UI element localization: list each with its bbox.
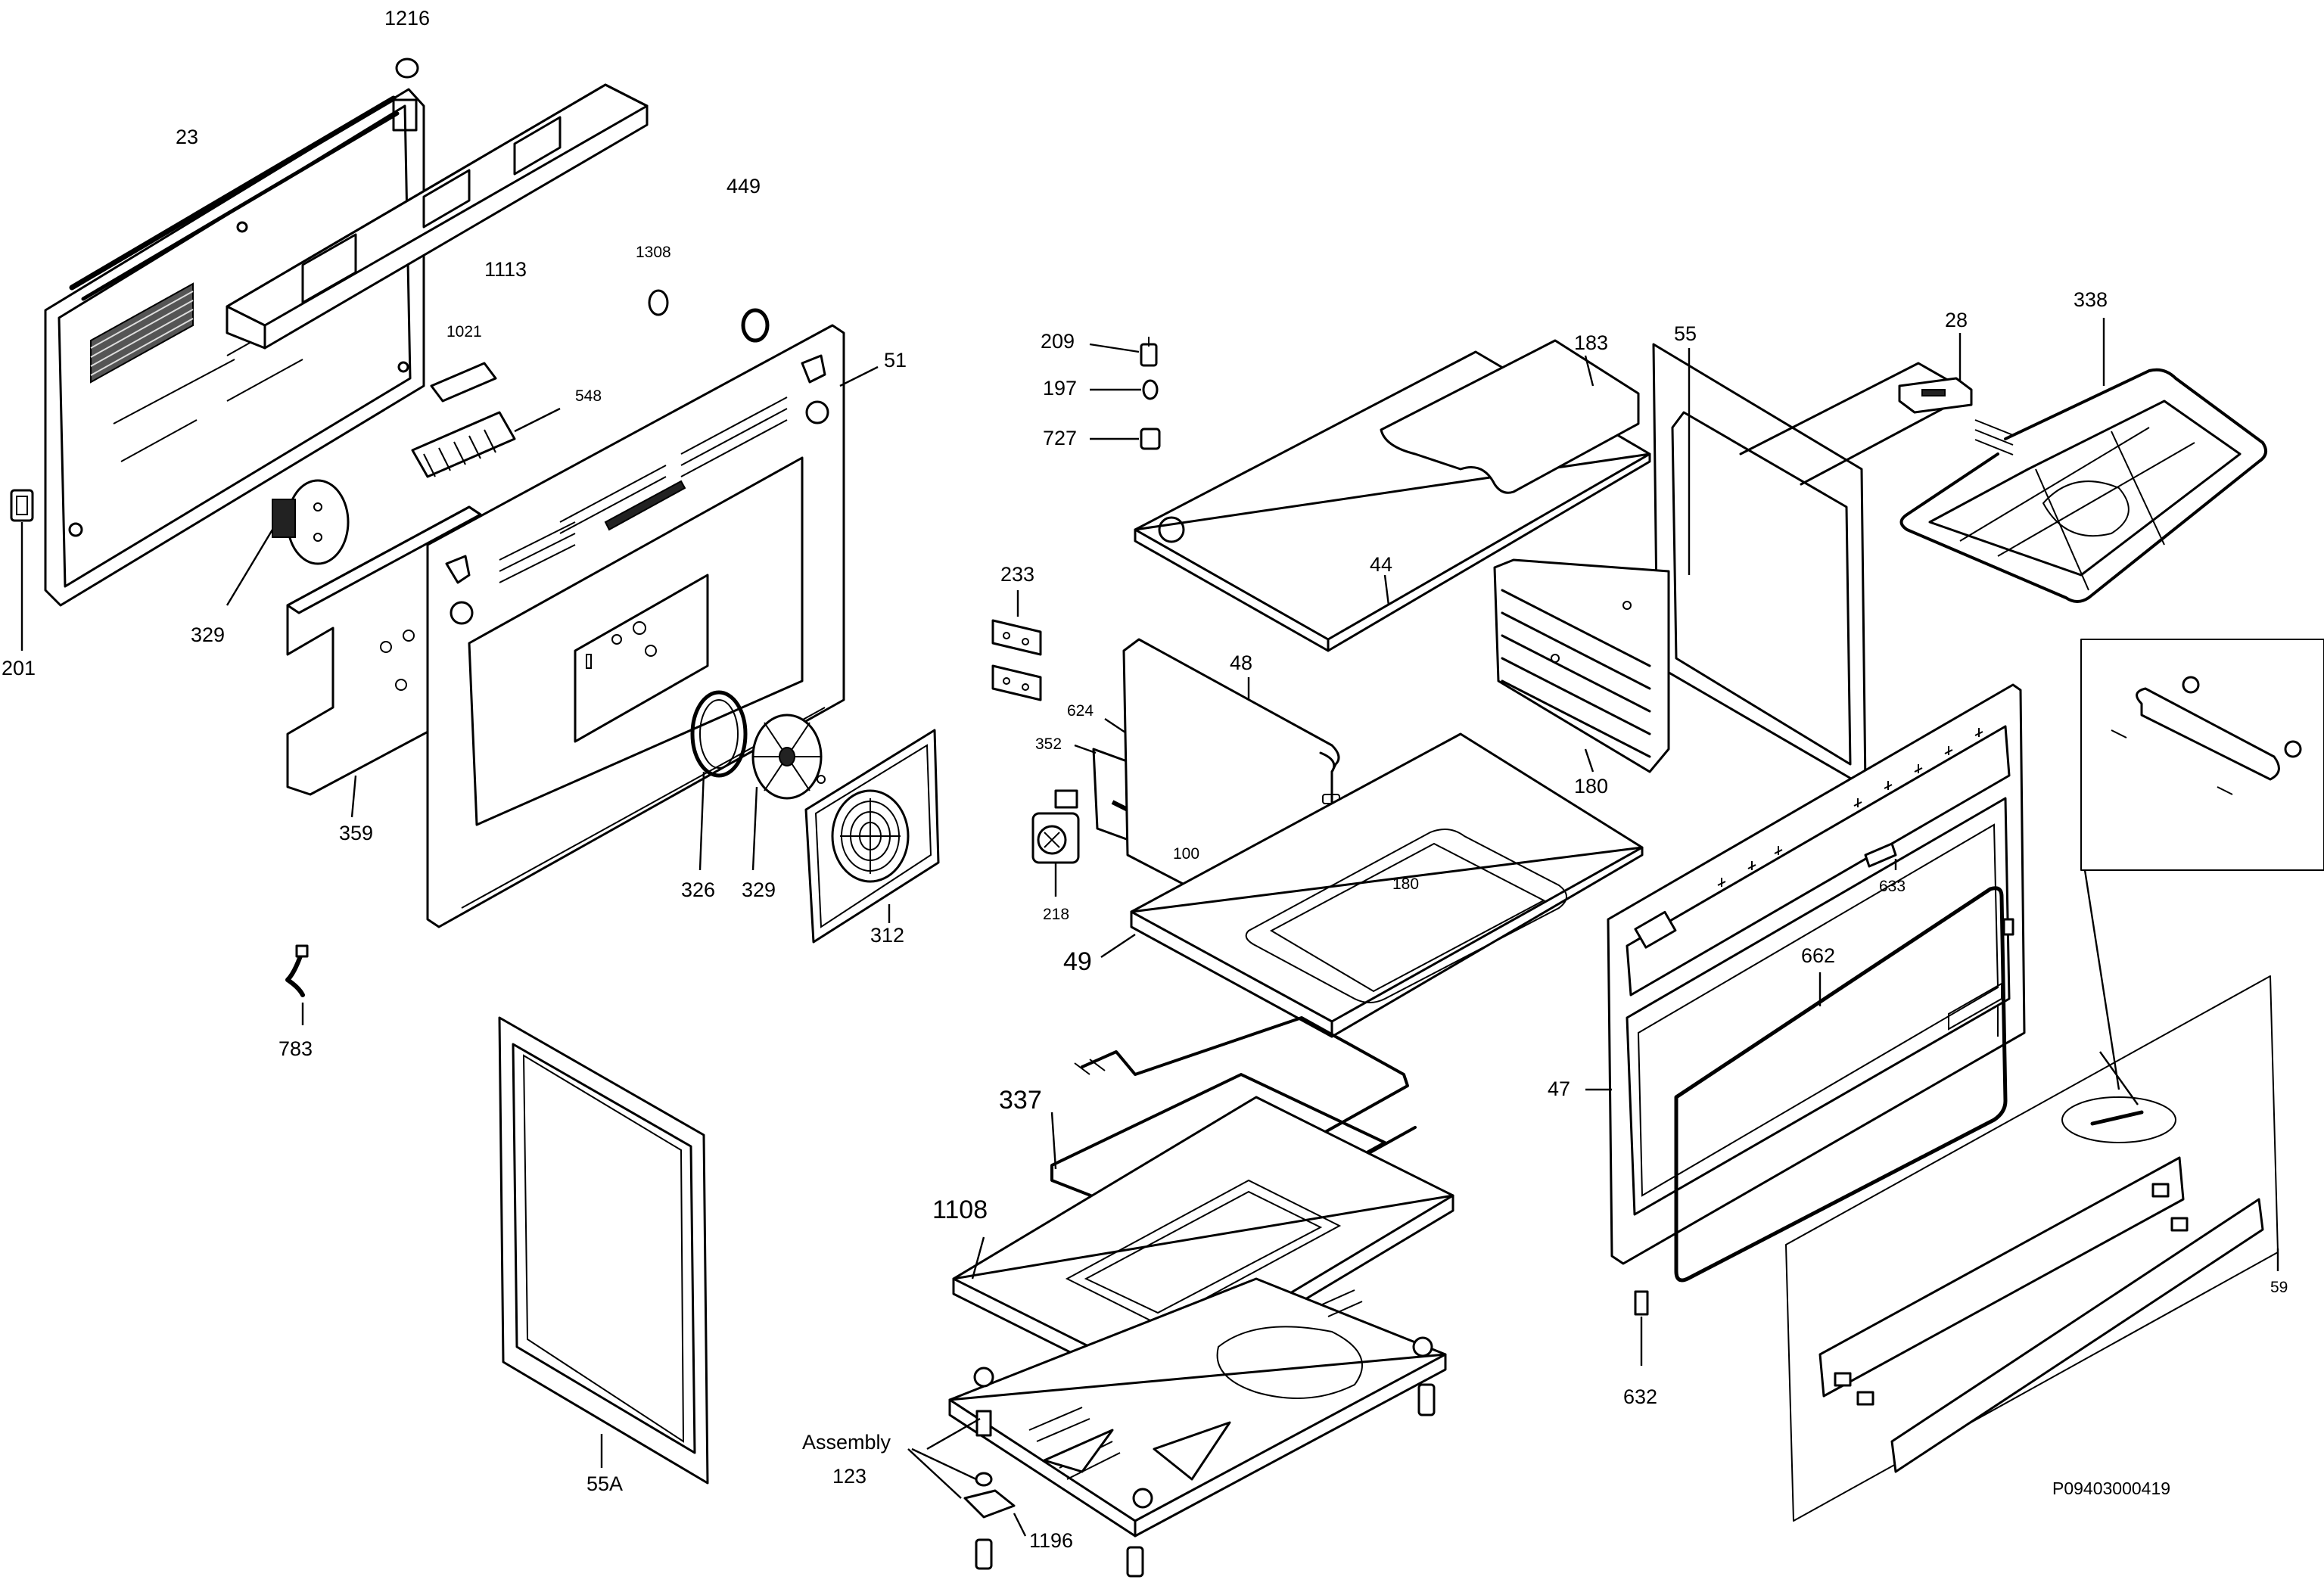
- label-449: 449: [726, 175, 761, 197]
- label-233: 233: [1000, 563, 1034, 586]
- label-329-fan: 329: [742, 878, 776, 901]
- part-632-clip: [1634, 1290, 1649, 1366]
- label-359: 359: [339, 822, 373, 844]
- part-633-clip: [1864, 842, 1897, 870]
- part-338-grill-element: [1739, 318, 2267, 603]
- label-1021: 1021: [446, 323, 482, 340]
- label-1108: 1108: [932, 1196, 988, 1224]
- part-55-side-frame: [1652, 343, 1867, 788]
- part-1216-cap: [395, 58, 419, 79]
- label-48: 48: [1230, 651, 1252, 674]
- part-47-front-frame: [1585, 683, 2026, 1265]
- part-180-shelf-rack: [1493, 558, 1670, 773]
- part-1196-foot: [907, 1383, 1436, 1578]
- label-632: 632: [1623, 1385, 1657, 1408]
- part-329-motor: [226, 479, 350, 606]
- label-337: 337: [999, 1086, 1042, 1115]
- part-23-rear-panel: [44, 88, 425, 607]
- label-312: 312: [870, 924, 904, 947]
- part-209-knob-top: [1089, 337, 1158, 367]
- part-662-door-gasket: [1674, 886, 2008, 1283]
- part-201-connector: [10, 489, 34, 651]
- label-47: 47: [1548, 1077, 1570, 1100]
- label-727: 727: [1043, 427, 1077, 449]
- part-326-ring: [690, 690, 748, 871]
- handle-bracket-inset: [2080, 639, 2324, 1090]
- label-624: 624: [1067, 702, 1094, 720]
- label-49: 49: [1063, 947, 1092, 976]
- vent-grille: [90, 282, 194, 384]
- label-209: 209: [1041, 330, 1075, 353]
- label-633: 633: [1879, 878, 1906, 895]
- label-783: 783: [278, 1037, 313, 1060]
- part-51-back-panel: [426, 324, 879, 928]
- label-assembly: Assembly: [802, 1431, 891, 1454]
- label-183: 183: [1574, 331, 1608, 354]
- label-338: 338: [2074, 288, 2108, 311]
- label-59: 59: [2270, 1279, 2288, 1296]
- label-326: 326: [681, 878, 715, 901]
- part-548-heater: [411, 407, 561, 478]
- callout-labels: 1216 23 1113 449 1308 1021 548 51 201 32…: [2, 7, 2288, 1552]
- label-51: 51: [884, 349, 907, 372]
- part-123-base: [948, 1277, 1447, 1538]
- part-233-brackets: [991, 590, 1042, 701]
- label-1196: 1196: [1029, 1529, 1073, 1552]
- label-1216: 1216: [384, 7, 430, 30]
- label-1308: 1308: [636, 244, 671, 261]
- part-218-thermostat: [1031, 789, 1080, 897]
- label-218: 218: [1043, 906, 1069, 923]
- part-55A-side-panel: [498, 1016, 709, 1485]
- part-1113-duct: [226, 83, 649, 350]
- part-312-fan-cover: [804, 729, 940, 944]
- label-23: 23: [176, 126, 198, 148]
- label-548: 548: [575, 387, 602, 405]
- part-49-floor: [1100, 732, 1644, 1038]
- part-1308-ring: [648, 289, 669, 316]
- label-352: 352: [1035, 735, 1062, 753]
- label-100: 100: [1173, 845, 1199, 863]
- part-183-duct: [1380, 339, 1640, 494]
- part-449-gasket: [741, 308, 770, 343]
- label-55A: 55A: [586, 1472, 623, 1495]
- label-1113: 1113: [484, 258, 527, 281]
- control-knob-icon: [1037, 825, 1067, 855]
- label-662: 662: [1801, 944, 1835, 967]
- label-180-upper: 180: [1574, 775, 1608, 798]
- fan-blade-icon: [751, 714, 823, 800]
- part-197-spindle: [1090, 379, 1159, 400]
- part-783-cable: [285, 944, 309, 1025]
- label-44: 44: [1370, 553, 1392, 576]
- circular-grille-icon: [831, 789, 910, 883]
- part-59-inset: [1785, 975, 2279, 1522]
- part-727-nut: [1090, 428, 1161, 450]
- part-1021-plate: [430, 362, 497, 403]
- label-180-lower: 180: [1392, 875, 1419, 893]
- label-197: 197: [1043, 377, 1077, 400]
- label-123: 123: [832, 1465, 866, 1488]
- part-329-fan: [751, 714, 823, 871]
- part-28-bracket: [1898, 333, 2014, 456]
- label-329-motor: 329: [191, 623, 225, 646]
- label-55: 55: [1674, 322, 1697, 345]
- part-1108-tray: [952, 1096, 1454, 1394]
- drawing-code: P09403000419: [2052, 1479, 2170, 1498]
- label-201: 201: [2, 657, 36, 679]
- label-28: 28: [1945, 309, 1968, 331]
